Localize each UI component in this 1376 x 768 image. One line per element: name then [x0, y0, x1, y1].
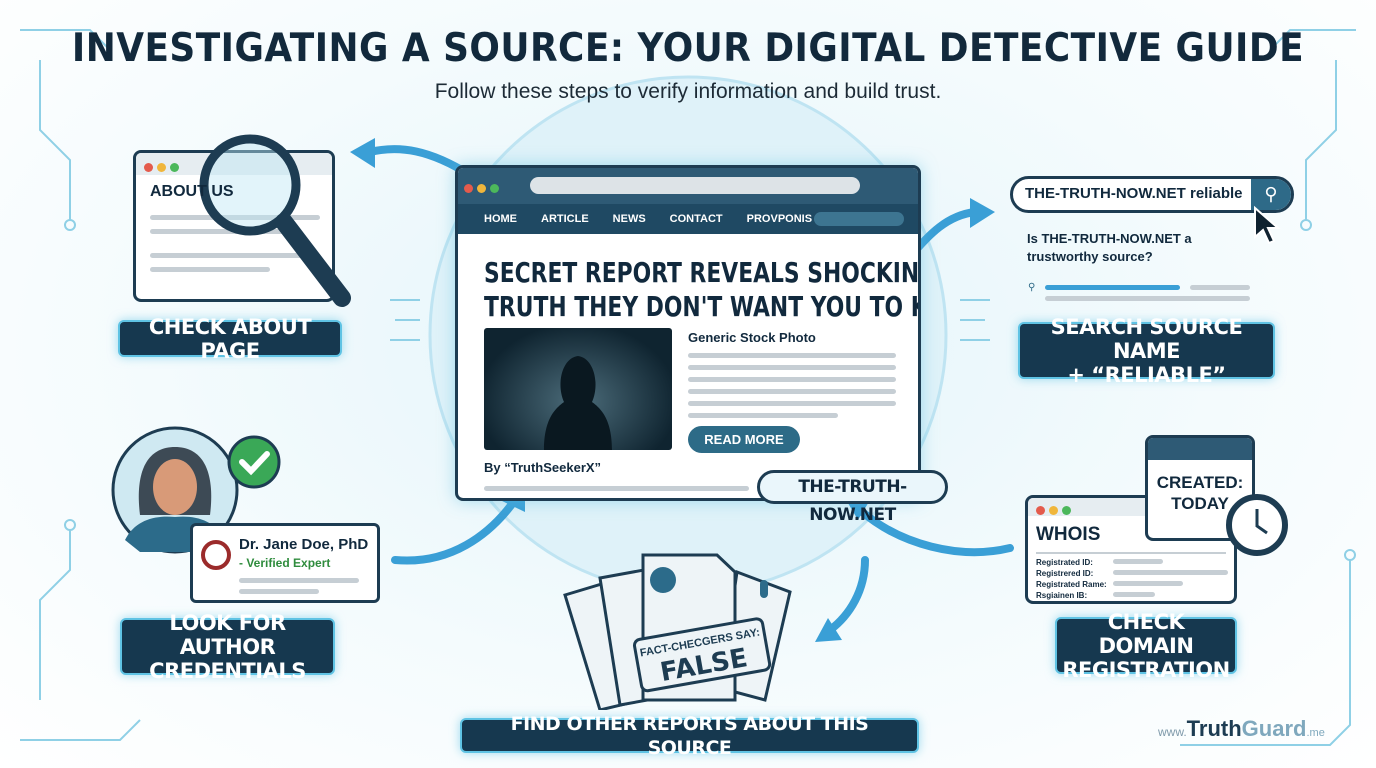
author-credential-card: Dr. Jane Doe, PhD - Verified Expert: [190, 523, 380, 603]
hooded-figure-photo: [484, 328, 672, 450]
site-nav: HOME ARTICLE NEWS CONTACT PROVPONIS: [458, 204, 918, 234]
domain-pill: THE-TRUTH-NOW.NET: [757, 470, 948, 525]
reports-documents: FACT-CHECGERS SAY: FALSE: [563, 553, 792, 710]
arrow-from-author: [391, 496, 519, 565]
created-date: CREATED:TODAY: [1156, 473, 1244, 513]
browser-titlebar: [458, 168, 918, 204]
read-more-button[interactable]: READ MORE: [688, 426, 800, 453]
step-find-reports: FIND OTHER REPORTS ABOUT THIS SOURCE: [460, 713, 919, 759]
nav-news[interactable]: NEWS: [612, 213, 646, 225]
truthguard-logo: www.TruthGuard.me: [1158, 716, 1325, 741]
author-name: Dr. Jane Doe, PhD: [239, 536, 369, 553]
magnifier-icon: [199, 134, 351, 307]
search-query[interactable]: THE-TRUTH-NOW.NET reliable: [1025, 185, 1243, 202]
step-check-about-page: CHECK ABOUT PAGE: [118, 315, 342, 363]
search-box[interactable]: THE-TRUTH-NOW.NET reliable ⚲: [1010, 176, 1294, 213]
search-icon[interactable]: ⚲: [1251, 179, 1291, 210]
arrow-to-reports: [826, 556, 869, 634]
page-title: INVESTIGATING A SOURCE: YOUR DIGITAL DET…: [71, 26, 1305, 71]
news-browser-window: HOME ARTICLE NEWS CONTACT PROVPONIS SECR…: [455, 165, 921, 501]
verified-check-icon: [227, 435, 281, 489]
whois-title: WHOIS: [1036, 524, 1101, 545]
author-status: - Verified Expert: [239, 556, 331, 570]
globe-icon: [650, 567, 676, 593]
search-result-title[interactable]: Is THE-TRUTH-NOW.NET a trustworthy sourc…: [1027, 231, 1192, 264]
university-seal-icon: [201, 540, 231, 570]
clock-icon: [1226, 494, 1288, 556]
about-us-heading: ABOUT US: [150, 183, 234, 200]
mouse-cursor-icon: [1254, 205, 1281, 245]
microphone-icon: [760, 580, 768, 598]
photo-caption: Generic Stock Photo: [688, 330, 816, 345]
step-search-source: SEARCH SOURCE NAME+ “RELIABLE”: [1018, 315, 1275, 387]
nav-search[interactable]: [814, 212, 904, 226]
result-search-icon: ⚲: [1028, 282, 1036, 293]
page-subtitle: Follow these steps to verify information…: [434, 80, 942, 103]
address-bar[interactable]: [530, 177, 860, 194]
nav-article[interactable]: ARTICLE: [541, 213, 589, 225]
circuit-lines: [20, 29, 1356, 746]
arrow-from-whois: [856, 506, 1014, 557]
whois-fields: Registrated ID:Registrered ID:Registrate…: [1036, 558, 1107, 600]
nav-provponis[interactable]: PROVPONIS: [746, 213, 813, 225]
article-byline: By “TruthSeekerX”: [484, 460, 602, 475]
nav-contact[interactable]: CONTACT: [669, 213, 723, 225]
nav-home[interactable]: HOME: [484, 213, 517, 225]
